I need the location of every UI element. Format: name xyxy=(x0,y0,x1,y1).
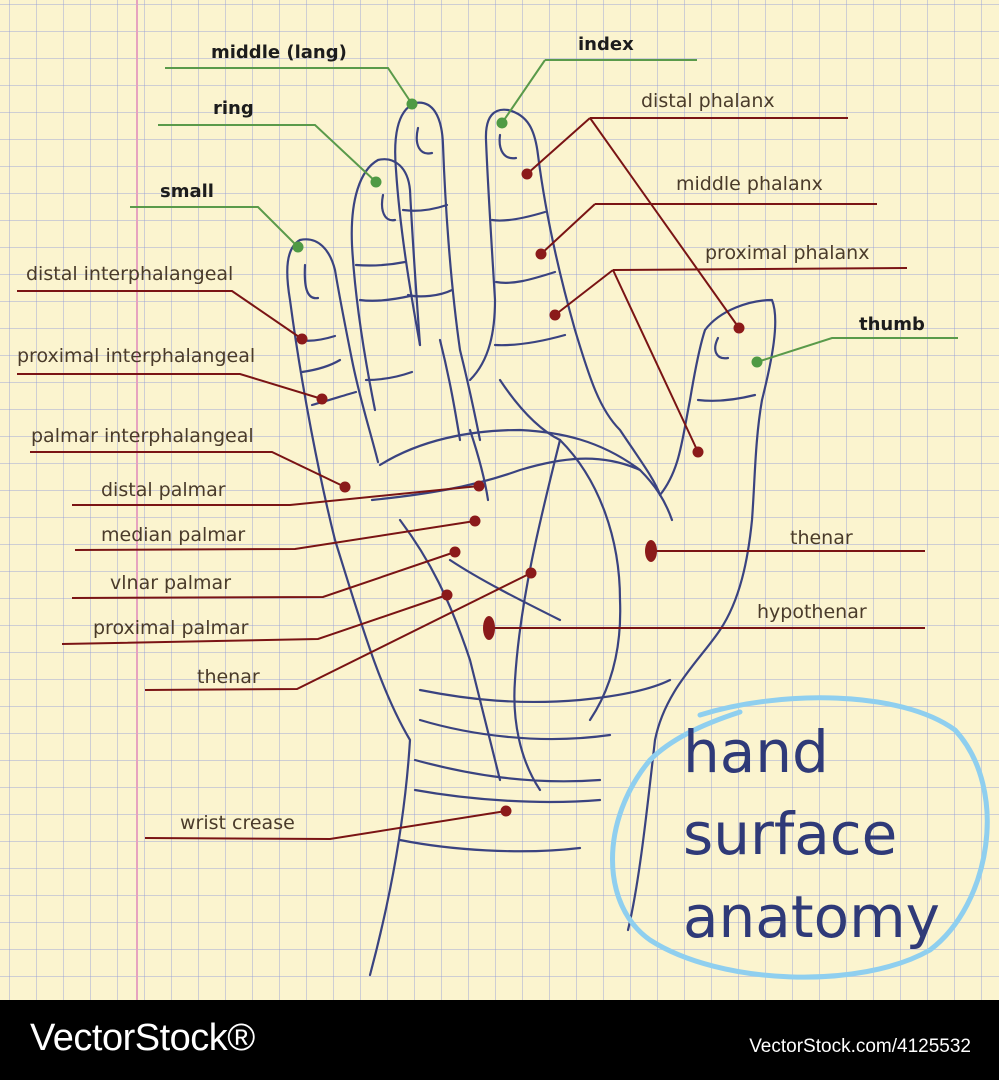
leader-distal-palmar xyxy=(72,485,480,506)
leader-palmar-interphalangeal xyxy=(30,451,346,488)
title-ellipse xyxy=(610,695,990,980)
label-wrist-crease: wrist crease xyxy=(180,812,295,834)
label-proximal-palmar: proximal palmar xyxy=(93,617,249,639)
hand-diagram xyxy=(17,59,990,980)
label-thumb: thumb xyxy=(859,314,925,335)
label-thenar-left: thenar xyxy=(197,666,260,688)
red-leaders xyxy=(17,117,925,841)
leader-distal-phalanx xyxy=(526,117,848,329)
leader-small xyxy=(130,206,299,248)
red-dots xyxy=(296,168,745,817)
hand-outline xyxy=(286,101,777,977)
leader-middle-phalanx xyxy=(540,203,877,255)
leader-proximal-phalanx xyxy=(554,267,908,453)
title-hand: hand xyxy=(683,718,829,786)
dot-ring xyxy=(370,176,382,188)
leader-index xyxy=(501,59,697,124)
hypothenar-marker xyxy=(483,616,495,640)
leader-thenar-left xyxy=(144,572,532,691)
green-dots xyxy=(292,98,763,368)
label-thenar-right: thenar xyxy=(790,527,853,549)
label-proximal-interphalangeal: proximal interphalangeal xyxy=(17,345,256,367)
title-anatomy: anatomy xyxy=(683,883,940,951)
margin-line xyxy=(136,0,138,1000)
label-middle-phalanx: middle phalanx xyxy=(676,173,823,195)
label-distal-phalanx: distal phalanx xyxy=(641,90,775,112)
leader-median-palmar xyxy=(74,520,476,551)
leader-ulnar-palmar xyxy=(71,551,456,599)
label-ulnar-palmar: vlnar palmar xyxy=(110,572,232,594)
footer-image-id: VectorStock.com/4125532 xyxy=(749,1036,971,1057)
footer-brand-logo: VectorStock® xyxy=(30,1017,255,1059)
leader-wrist-crease xyxy=(144,810,507,841)
dot-small xyxy=(292,241,304,253)
label-distal-palmar: distal palmar xyxy=(101,479,226,501)
dot-middle xyxy=(406,98,418,110)
leader-ring xyxy=(158,124,377,183)
label-proximal-phalanx: proximal phalanx xyxy=(705,242,870,264)
leader-proximal-palmar xyxy=(61,594,448,645)
graph-paper-background xyxy=(0,0,999,1000)
leader-middle xyxy=(165,67,413,105)
label-median-palmar: median palmar xyxy=(101,524,246,546)
leader-thumb xyxy=(756,337,958,363)
leader-distal-interphalangeal xyxy=(17,290,303,340)
green-leaders xyxy=(130,59,958,363)
thenar-marker xyxy=(645,540,657,562)
label-ring-finger: ring xyxy=(213,98,254,119)
dot-index xyxy=(496,117,508,129)
footer-bar: VectorStock® VectorStock.com/4125532 xyxy=(0,1000,999,1080)
label-small-finger: small xyxy=(160,181,214,202)
label-index-finger: index xyxy=(578,34,634,55)
label-middle-finger: middle (lang) xyxy=(211,42,347,63)
label-palmar-interphalangeal: palmar interphalangeal xyxy=(31,425,254,447)
leader-proximal-interphalangeal xyxy=(17,373,323,400)
title-surface: surface xyxy=(683,800,898,868)
label-distal-interphalangeal: distal interphalangeal xyxy=(26,263,234,285)
dot-thumb xyxy=(751,356,763,368)
label-hypothenar: hypothenar xyxy=(757,601,867,623)
